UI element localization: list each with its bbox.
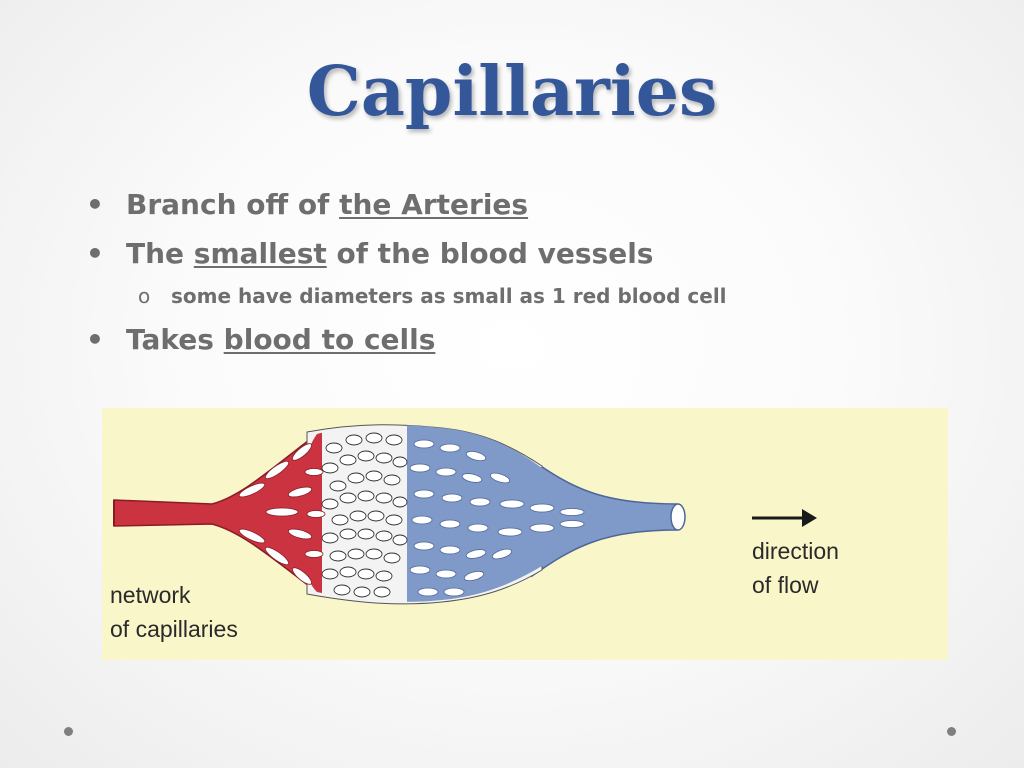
vein-opening xyxy=(670,503,686,531)
network-label-line2: of capillaries xyxy=(110,616,238,642)
network-label-line1: network xyxy=(110,582,191,608)
slide-title: Capillaries xyxy=(306,52,718,132)
bullet-item: • The smallest of the blood vessels xyxy=(86,237,653,270)
decorative-dot-left xyxy=(64,727,73,736)
bullet-list: • Branch off of the Arteries • The smalles… xyxy=(0,0,1024,380)
bullet-underlined-text: blood to cells xyxy=(223,323,436,356)
bullet-marker: • xyxy=(86,188,104,221)
direction-label-line2: of flow xyxy=(752,572,819,598)
capillary-network-illustration xyxy=(113,424,817,605)
vein-trunk xyxy=(531,458,678,578)
bullet-item: • Branch off of the Arteries xyxy=(86,188,528,221)
decorative-dot-right xyxy=(947,727,956,736)
direction-arrow xyxy=(752,509,817,527)
bullet-item: • Takes blood to cells xyxy=(86,323,435,356)
sub-bullet-marker: o xyxy=(138,284,151,308)
direction-label-line1: direction xyxy=(752,538,839,564)
bullet-text: The xyxy=(126,237,194,270)
bullet-underlined-text: smallest xyxy=(193,237,327,270)
sub-bullet-item: o some have diameters as small as 1 red b… xyxy=(138,284,727,308)
capillary-network-diagram: network of capillaries direction of flow xyxy=(102,408,948,660)
direction-of-flow-label: direction of flow xyxy=(752,534,839,602)
bullet-marker: • xyxy=(86,323,104,356)
sub-bullet-text: some have diameters as small as 1 red bl… xyxy=(171,284,727,308)
bullet-text-after: of the blood vessels xyxy=(326,237,654,270)
bullet-text: Branch off of xyxy=(126,188,340,221)
bullet-text: Takes xyxy=(126,323,224,356)
bullet-underlined-text: the Arteries xyxy=(339,188,529,221)
bullet-marker: • xyxy=(86,237,104,270)
network-of-capillaries-label: network of capillaries xyxy=(110,578,238,646)
